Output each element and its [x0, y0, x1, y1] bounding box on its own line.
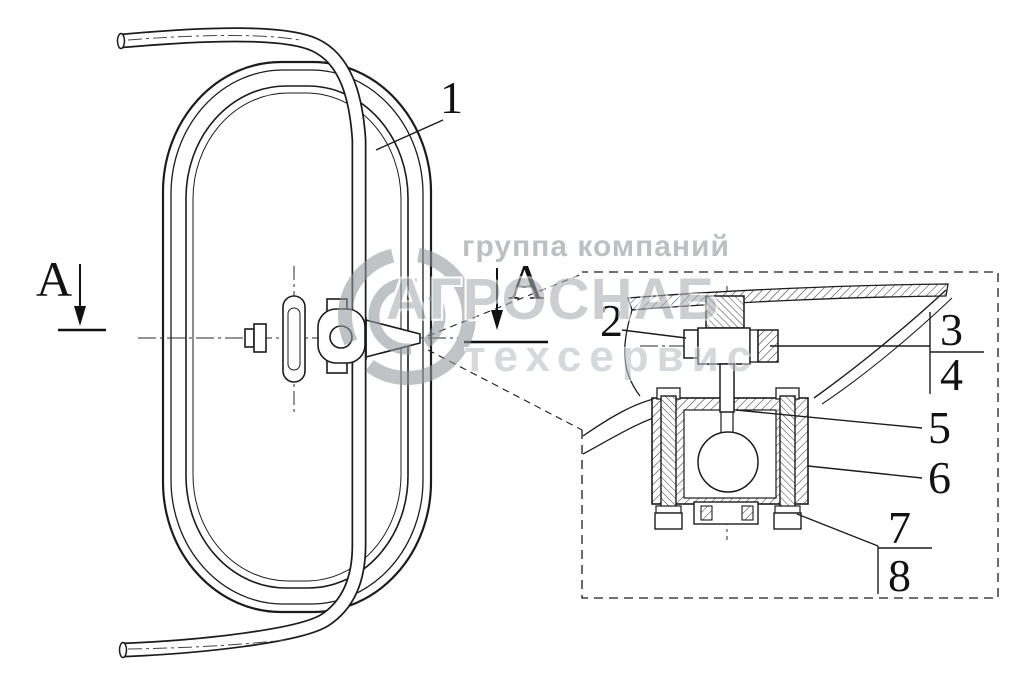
leader-1 — [375, 119, 444, 151]
callout-1: 1 — [440, 72, 463, 123]
callout-7: 7 — [888, 502, 911, 553]
detail-box-border — [581, 271, 999, 599]
bottom-screw-left — [700, 505, 713, 521]
mirror-clamp-assembly — [244, 295, 421, 383]
leader-5 — [735, 409, 923, 429]
projection-lines — [427, 273, 583, 431]
clamp-pivot — [329, 325, 353, 349]
shell-curve-left — [624, 309, 641, 397]
view-labels: A A — [36, 251, 548, 344]
pivot-bolt-flange — [697, 327, 751, 365]
projection-upper — [427, 273, 583, 337]
leader-2 — [621, 329, 687, 339]
detail-view — [582, 283, 953, 530]
bracket-tab — [683, 329, 699, 359]
pivot-bolt-stem — [719, 363, 735, 413]
pivot-bolt-head — [705, 295, 745, 329]
left-bolt-washer — [655, 505, 682, 514]
leader-6 — [807, 465, 923, 479]
mounting-tube — [116, 27, 367, 659]
right-bolt-shank — [779, 395, 796, 509]
section-arrow-left-icon — [74, 306, 86, 326]
shell-curve-right-outer — [813, 289, 947, 399]
left-bolt-nut — [654, 512, 683, 530]
shell-curve-right-inner — [821, 297, 953, 405]
adjuster-bolt — [253, 323, 267, 353]
callout-numbers: 1 2 3 4 5 6 7 8 — [440, 72, 963, 601]
washer — [749, 329, 759, 363]
projection-lower — [427, 349, 583, 431]
right-bolt-nut — [773, 512, 802, 530]
right-bolt-washer — [774, 505, 801, 514]
leader-7-8 — [796, 513, 879, 547]
callout-leaders — [375, 119, 984, 594]
tube-centerline-bottom — [127, 639, 286, 650]
pivot-pad-inner — [287, 307, 301, 371]
bottom-screw-right — [741, 505, 754, 521]
callout-6: 6 — [928, 452, 951, 503]
callout-5: 5 — [928, 402, 951, 453]
tube-fill — [120, 28, 365, 656]
callout-8: 8 — [888, 550, 911, 601]
left-bolt-shank — [660, 395, 677, 509]
cone-pointer — [365, 318, 421, 359]
adjuster-bolt-head — [244, 328, 255, 348]
callout-4: 4 — [940, 349, 963, 400]
callout-3: 3 — [940, 304, 963, 355]
callout-2: 2 — [600, 295, 623, 346]
view-arrow-icon — [491, 310, 503, 330]
tube-end-bottom — [118, 641, 128, 659]
mirror-shell-section — [627, 283, 949, 311]
section-label-left: A — [36, 251, 72, 307]
tube-centerline-top — [127, 34, 301, 41]
tube-end-top — [116, 32, 126, 50]
view-label-a: A — [508, 254, 544, 310]
support-arm-upper — [582, 396, 663, 437]
ball-joint — [697, 431, 759, 493]
detail-view-box — [581, 271, 999, 599]
